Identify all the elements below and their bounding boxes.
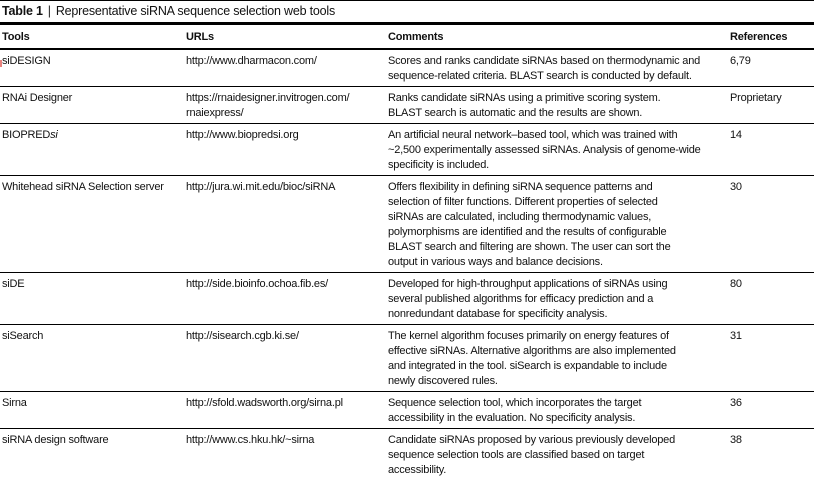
table-row-side: siDE http://side.bioinfo.ochoa.fib.es/ D… [0,273,814,325]
tool-name: siSearch [0,325,184,391]
table-row-biopredsi: BIOPREDsi http://www.biopredsi.org An ar… [0,124,814,176]
tool-url: http://jura.wi.mit.edu/bioc/siRNA [186,181,336,193]
tool-reference: 14 [730,129,742,141]
tool-name-text: siSearch [2,330,44,342]
sirna-tools-table: Table 1 | Representative siRNA sequence se… [0,0,814,480]
column-header-urls: URLs [186,31,214,43]
tool-name-text: siDESIGN [2,55,51,67]
tool-comments: Ranks candidate siRNAs using a primitive… [388,92,661,119]
tool-reference: 30 [730,181,742,193]
table-row-whitehead: Whitehead siRNA Selection server http://… [0,176,814,273]
tool-name-text: RNAi Designer [2,92,73,104]
column-header-comments: Comments [388,31,444,43]
tool-url: http://side.bioinfo.ochoa.fib.es/ [186,278,328,290]
tool-name: siDE [0,273,184,324]
tool-reference: 6,79 [730,55,751,67]
tool-url: http://www.cs.hku.hk/~sirna [186,434,315,446]
tool-reference: 36 [730,397,742,409]
tool-comments: Sequence selection tool, which incorpora… [388,397,642,424]
tool-url: https://rnaidesigner.invitrogen.com/ rna… [186,92,350,119]
column-header-references: References [730,31,788,43]
tool-url: http://sfold.wadsworth.org/sirna.pl [186,397,343,409]
table-row-sisearch: siSearch http://sisearch.cgb.ki.se/ The … [0,325,814,392]
tool-name-text: Whitehead siRNA Selection server [2,181,164,193]
tool-reference: Proprietary [730,92,782,104]
table-row-rnai-designer: RNAi Designer https://rnaidesigner.invit… [0,87,814,124]
table-header-row: Tools URLs Comments References [0,25,814,50]
tool-name: Whitehead siRNA Selection server [0,176,184,272]
tool-name-text: BIOPRED [2,129,51,141]
tool-name-text: siDE [2,278,25,290]
table-row-sirna-design-software: siRNA design software http://www.cs.hku.… [0,429,814,480]
tool-name-text: Sirna [2,397,27,409]
table-number-label: Table 1 [2,4,43,18]
tool-url: http://sisearch.cgb.ki.se/ [186,330,299,342]
red-artifact-mark [0,60,2,67]
tool-comments: Scores and ranks candidate siRNAs based … [388,55,701,82]
tool-name: Sirna [0,392,184,428]
tool-reference: 31 [730,330,742,342]
tool-name: BIOPREDsi [0,124,184,175]
tool-reference: 80 [730,278,742,290]
tool-url: http://www.biopredsi.org [186,129,299,141]
tool-name: siRNA design software [0,429,184,480]
column-header-tools: Tools [2,31,30,43]
table-row-sirna: Sirna http://sfold.wadsworth.org/sirna.p… [0,392,814,429]
tool-comments: Developed for high-throughput applicatio… [388,278,668,320]
tool-comments: Candidate siRNAs proposed by various pre… [388,434,675,476]
tool-comments: The kernel algorithm focuses primarily o… [388,330,676,387]
tool-name-italic: si [50,129,58,141]
tool-name-text: siRNA design software [2,434,109,446]
tool-url: http://www.dharmacon.com/ [186,55,317,67]
table-title-text: Representative siRNA sequence selection … [55,4,336,18]
title-separator: | [47,4,51,18]
table-row-sidesign: siDESIGN http://www.dharmacon.com/ Score… [0,50,814,87]
tool-comments: Offers flexibility in defining siRNA seq… [388,181,671,268]
table-title: Table 1 | Representative siRNA sequence se… [0,1,814,25]
tool-reference: 38 [730,434,742,446]
tool-name: RNAi Designer [0,87,184,123]
tool-name: siDESIGN [0,50,184,86]
tool-comments: An artificial neural network–based tool,… [388,129,701,171]
